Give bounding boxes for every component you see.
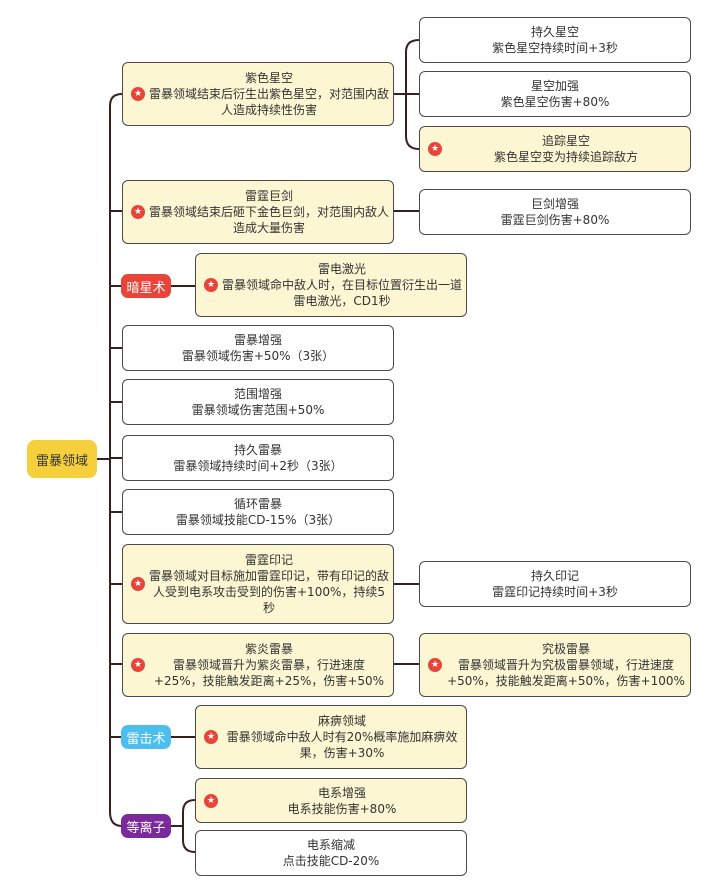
node-title: 电系增强 xyxy=(317,785,366,800)
node-title: 持久雷暴 xyxy=(233,443,282,457)
node-desc: 雷暴领域持续时间+2秒（3张） xyxy=(173,459,343,473)
node-title: 循环雷暴 xyxy=(233,497,282,511)
node-chijiu-leibao[interactable]: 持久雷暴雷暴领域持续时间+2秒（3张） xyxy=(122,435,394,481)
node-mabi[interactable]: ★ 麻痹领域雷暴领域命中敌人时有20%概率施加麻痹效果，伤害+30% xyxy=(195,705,467,769)
node-jujian[interactable]: 巨剑增强雷霆巨剑伤害+80% xyxy=(419,189,691,235)
node-desc: 雷暴领域技能CD-15%（3张） xyxy=(175,513,341,527)
tag-leiji-label: 雷击术 xyxy=(126,731,166,747)
tag-anxing-label: 暗星术 xyxy=(126,280,166,296)
node-title: 雷霆印记 xyxy=(244,553,293,567)
node-title: 雷暴增强 xyxy=(233,333,282,347)
node-fanwei[interactable]: 范围增强雷暴领域伤害范围+50% xyxy=(122,379,394,425)
tag-dengli[interactable]: 等离子 xyxy=(121,814,171,838)
node-title: 紫炎雷暴 xyxy=(244,642,293,656)
node-title: 雷霆巨剑 xyxy=(244,189,293,203)
node-desc: 紫色星空伤害+80% xyxy=(500,95,610,109)
node-jiji[interactable]: ★ 究极雷暴雷暴领域晋升为究极雷暴领域，行进速度+50%，技能触发距离+50%，… xyxy=(419,633,691,697)
node-title: 星空加强 xyxy=(530,79,579,93)
node-desc: 电系技能伤害+80% xyxy=(287,801,397,816)
node-desc: 点击技能CD-20% xyxy=(282,854,380,868)
tag-dengli-label: 等离子 xyxy=(126,820,166,836)
node-title: 追踪星空 xyxy=(541,134,590,148)
node-title: 巨剑增强 xyxy=(530,197,579,211)
node-title: 范围增强 xyxy=(233,387,282,401)
star-icon: ★ xyxy=(131,87,145,101)
node-desc: 紫色星空变为持续追踪敌方 xyxy=(493,150,638,164)
node-desc: 雷暴领域结束后砸下金色巨剑，对范围内敌人造成大量伤害 xyxy=(149,205,390,235)
tag-anxing[interactable]: 暗星术 xyxy=(121,274,171,298)
node-jiguang[interactable]: ★ 雷电激光雷暴领域命中敌人时，在目标位置衍生出一道雷电激光，CD1秒 xyxy=(195,253,467,317)
node-dianxi-zengqiang[interactable]: ★ 电系增强电系技能伤害+80% xyxy=(195,778,467,823)
star-icon: ★ xyxy=(131,577,145,591)
node-desc: 雷暴领域命中敌人时，在目标位置衍生出一道雷电激光，CD1秒 xyxy=(222,278,463,308)
node-desc: 雷暴领域晋升为究极雷暴领域，行进速度+50%，技能触发距离+50%，伤害+100… xyxy=(447,658,685,688)
node-xunhuan[interactable]: 循环雷暴雷暴领域技能CD-15%（3张） xyxy=(122,489,394,535)
node-dianxi-suojian[interactable]: 电系缩减点击技能CD-20% xyxy=(195,830,467,876)
root-label: 雷暴领域 xyxy=(35,453,88,469)
node-title: 紫色星空 xyxy=(244,71,293,85)
node-desc: 雷暴领域伤害+50%（3张） xyxy=(181,349,335,363)
star-icon: ★ xyxy=(428,658,442,672)
node-desc: 雷暴领域对目标施加雷霆印记，带有印记的敌人受到电系攻击受到的伤害+100%，持续… xyxy=(149,569,390,615)
node-desc: 雷霆巨剑伤害+80% xyxy=(500,213,610,227)
node-title: 麻痹领域 xyxy=(317,714,366,728)
node-desc: 紫色星空持续时间+3秒 xyxy=(492,41,618,55)
node-xingkong-jiaqiang[interactable]: 星空加强紫色星空伤害+80% xyxy=(419,71,691,117)
node-title: 持久星空 xyxy=(530,25,579,39)
star-icon: ★ xyxy=(204,793,218,808)
star-icon: ★ xyxy=(204,730,218,744)
node-chijiu-yinji[interactable]: 持久印记雷霆印记持续时间+3秒 xyxy=(419,561,691,607)
trunk-line xyxy=(109,93,123,827)
star-icon: ★ xyxy=(131,205,145,219)
tag-leiji[interactable]: 雷击术 xyxy=(121,725,171,749)
node-yinji[interactable]: ★ 雷霆印记雷暴领域对目标施加雷霆印记，带有印记的敌人受到电系攻击受到的伤害+1… xyxy=(122,544,394,624)
star-icon: ★ xyxy=(131,658,145,672)
node-ziyan[interactable]: ★ 紫炎雷暴雷暴领域晋升为紫炎雷暴，行进速度+25%，技能触发距离+25%，伤害… xyxy=(122,633,394,697)
node-desc: 雷暴领域晋升为紫炎雷暴，行进速度+25%，技能触发距离+25%，伤害+50% xyxy=(153,658,385,688)
node-chijiu-xingkong[interactable]: 持久星空紫色星空持续时间+3秒 xyxy=(419,17,691,63)
node-title: 究极雷暴 xyxy=(541,642,590,656)
node-leibao-zengqiang[interactable]: 雷暴增强雷暴领域伤害+50%（3张） xyxy=(122,325,394,371)
node-title: 持久印记 xyxy=(530,569,579,583)
node-title: 电系缩减 xyxy=(306,838,355,852)
node-title: 雷电激光 xyxy=(317,262,366,276)
node-zhuizong[interactable]: ★ 追踪星空紫色星空变为持续追踪敌方 xyxy=(419,126,691,172)
node-leiting[interactable]: ★ 雷霆巨剑雷暴领域结束后砸下金色巨剑，对范围内敌人造成大量伤害 xyxy=(122,180,394,244)
star-icon: ★ xyxy=(204,278,218,292)
node-desc: 雷霆印记持续时间+3秒 xyxy=(492,585,618,599)
node-zise[interactable]: ★ 紫色星空雷暴领域结束后衍生出紫色星空，对范围内敌人造成持续性伤害 xyxy=(122,62,394,126)
node-desc: 雷暴领域伤害范围+50% xyxy=(191,403,325,417)
node-desc: 雷暴领域命中敌人时有20%概率施加麻痹效果，伤害+30% xyxy=(226,730,458,760)
node-desc: 雷暴领域结束后衍生出紫色星空，对范围内敌人造成持续性伤害 xyxy=(149,87,390,117)
root-node[interactable]: 雷暴领域 xyxy=(27,440,97,478)
star-icon: ★ xyxy=(428,142,442,156)
